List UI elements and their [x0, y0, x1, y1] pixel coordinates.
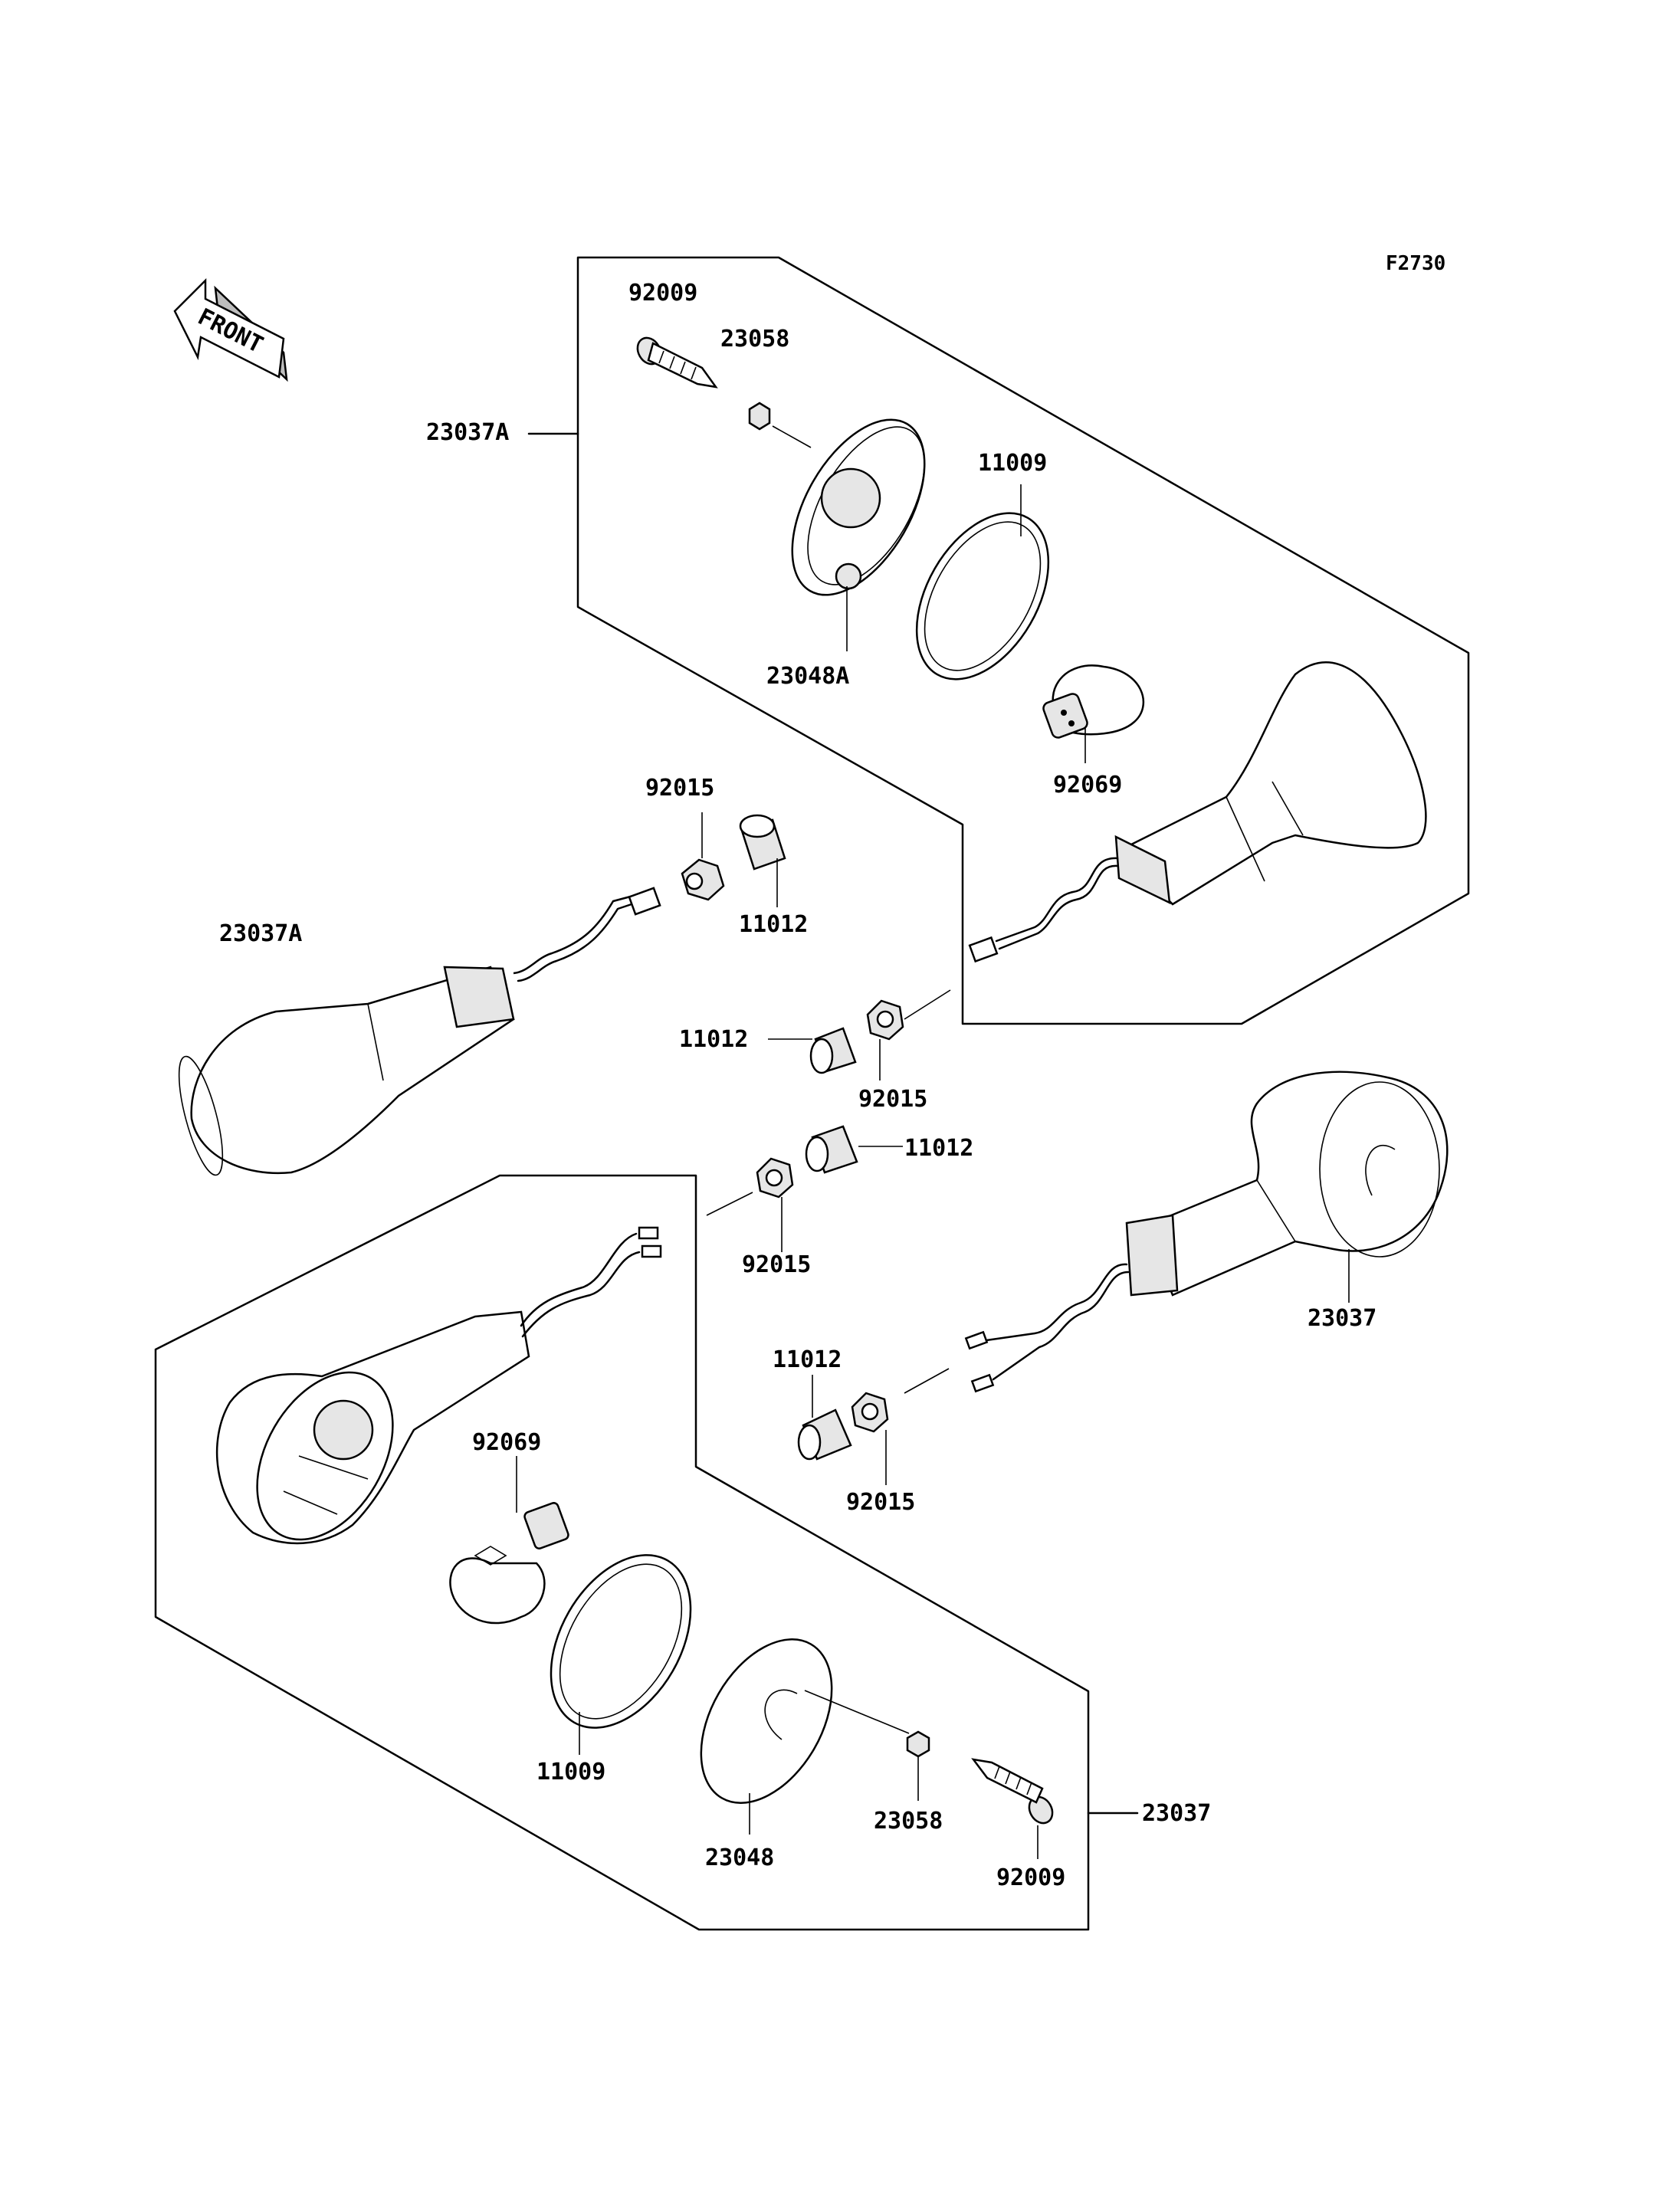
signal-housing-left-23037a: [178, 887, 661, 1176]
label-23037a-group: 23037A: [426, 419, 509, 446]
gasket-11009-bottom: [550, 1554, 692, 1729]
lens-23048: [700, 1638, 833, 1804]
label-92015-d: 92015: [846, 1489, 915, 1516]
nut-23058-bottom: [906, 1730, 930, 1758]
label-11012-d: 11012: [773, 1346, 842, 1373]
lens-23048a: [791, 418, 926, 651]
signal-housing-bottom-left: [215, 1226, 662, 1545]
group-outline-23037a: [576, 256, 1470, 1025]
nut-92015-b: [866, 999, 904, 1041]
bushing-11012-d: [797, 1408, 852, 1461]
screw-92009-bottom: [971, 1758, 1054, 1825]
label-23048: 23048: [705, 1844, 774, 1871]
bushing-11012-b: [809, 1027, 857, 1074]
label-92015-c: 92015: [742, 1251, 811, 1278]
label-11012-b: 11012: [679, 1026, 748, 1053]
label-11012-a: 11012: [739, 911, 808, 938]
label-11009-top: 11009: [978, 450, 1047, 477]
label-23037-right: 23037: [1308, 1305, 1376, 1332]
label-23058-top: 23058: [720, 326, 789, 353]
label-23037-group: 23037: [1142, 1800, 1211, 1827]
nut-92015-c: [756, 1157, 794, 1199]
bushing-11012-c: [805, 1125, 858, 1174]
screw-92009-top: [636, 336, 718, 389]
signal-housing-top-right: [968, 661, 1427, 963]
group-outline-23037: [154, 1174, 1090, 1931]
nut-23058-top: [748, 402, 771, 431]
bushing-11012-a: [739, 814, 786, 871]
signal-housing-right-23037: [964, 1071, 1449, 1393]
label-23037a-left: 23037A: [219, 920, 302, 947]
nut-92015-d: [851, 1392, 889, 1433]
front-arrow-icon: FRONT: [173, 277, 288, 382]
bulb-92069-bottom: [449, 1502, 569, 1625]
nut-92015-a: [681, 858, 725, 901]
diagram-code: F2730: [1386, 252, 1445, 275]
gasket-11009-top: [915, 512, 1050, 680]
label-92009-bottom: 92009: [996, 1864, 1065, 1891]
label-92015-b: 92015: [858, 1086, 927, 1113]
bulb-92069-top: [1042, 664, 1145, 739]
label-92015-a: 92015: [645, 775, 714, 802]
label-92009-top: 92009: [628, 280, 697, 307]
label-23058-bottom: 23058: [874, 1808, 943, 1835]
label-11009-bottom: 11009: [536, 1759, 605, 1785]
label-92069-top: 92069: [1053, 772, 1122, 798]
label-92069-bottom: 92069: [472, 1429, 541, 1456]
label-23048a: 23048A: [766, 663, 849, 690]
label-11012-c: 11012: [904, 1135, 973, 1162]
